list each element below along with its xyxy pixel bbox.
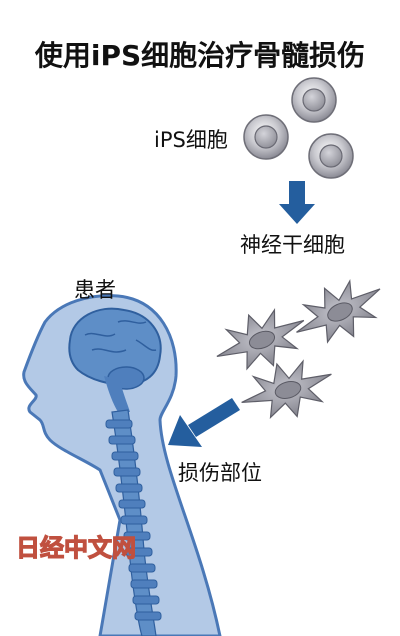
ips-cells-label: iPS细胞 <box>154 128 228 152</box>
page-title: 使用iPS细胞治疗骨髓损伤 <box>34 39 366 72</box>
neural-stem-cell <box>241 359 332 420</box>
neural-stem-cells-label: 神经干细胞 <box>240 233 345 257</box>
ips-cell <box>308 133 354 179</box>
patient-silhouette <box>22 294 222 636</box>
transplant-arrow-icon <box>168 398 240 447</box>
patient-label: 患者 <box>74 278 116 302</box>
ips-cell <box>291 77 337 123</box>
watermark: 日经中文网 <box>15 533 136 562</box>
neural-stem-cell <box>216 307 305 371</box>
down-arrow-icon <box>279 181 315 224</box>
neural-stem-cell <box>296 278 381 344</box>
injury-site-label: 损伤部位 <box>178 461 262 485</box>
ips-cell <box>243 114 289 160</box>
